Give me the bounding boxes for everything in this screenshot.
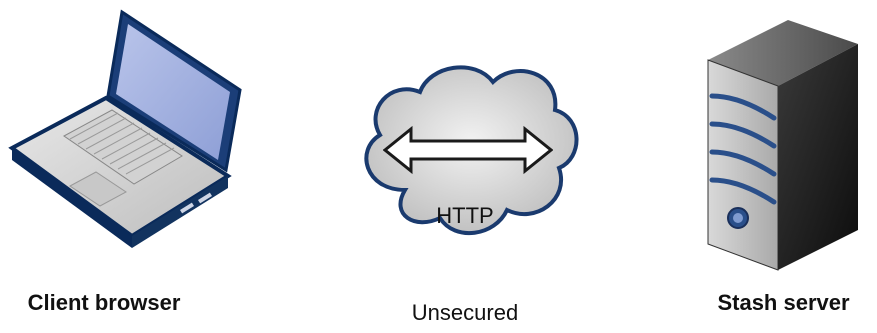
protocol-label: HTTP <box>436 203 494 228</box>
network-label: Unsecured <box>411 300 519 325</box>
server-icon <box>707 20 858 271</box>
server-label: Stash server <box>717 290 850 315</box>
bidirectional-arrow-icon <box>383 125 553 175</box>
client-node: Client browser <box>0 0 260 333</box>
laptop-icon <box>8 9 242 248</box>
network-node: HTTP Unsecured <box>345 0 585 333</box>
client-label: Client browser <box>27 290 181 315</box>
server-node: Stash server <box>690 0 877 333</box>
